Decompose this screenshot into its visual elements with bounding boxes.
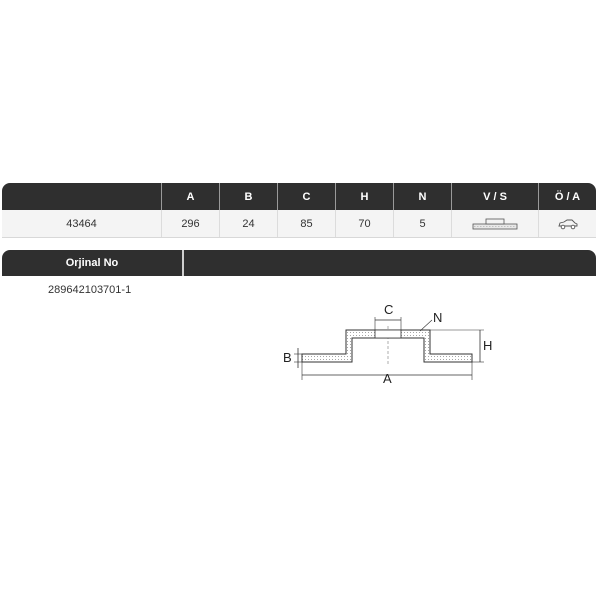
brake-disc-dimension-diagram: C N H B A [283, 302, 492, 386]
cell-c: 85 [277, 210, 335, 237]
header-n: N [393, 183, 451, 210]
header-oa: Ö / A [538, 183, 596, 210]
cell-part-no: 43464 [66, 217, 97, 230]
label-h: H [483, 338, 492, 353]
header-a: A [161, 183, 219, 210]
cell-b: 24 [219, 210, 277, 237]
header-vs: V / S [451, 183, 538, 210]
label-a: A [383, 371, 392, 386]
header-h: H [335, 183, 393, 210]
spec-table-header: A B C H N V / S Ö / A [2, 183, 596, 210]
oe-number-header: Orjinal No [2, 250, 596, 276]
label-b: B [283, 350, 292, 365]
oe-number-title: Orjinal No [2, 250, 184, 276]
header-part-no [2, 183, 161, 210]
header-b: B [219, 183, 277, 210]
oe-number-value: 289642103701-1 [48, 284, 132, 296]
car-front-axle-icon [557, 219, 577, 229]
label-n: N [433, 310, 442, 325]
disc-profile-icon [472, 218, 518, 229]
cell-vs [451, 210, 538, 237]
hub-bore [374, 329, 402, 339]
cell-n: 5 [393, 210, 451, 237]
cell-oa [538, 210, 596, 237]
label-c: C [384, 302, 393, 317]
dim-n-leader [419, 319, 433, 332]
cell-h: 70 [335, 210, 393, 237]
table-row: 43464 296 24 85 70 5 [2, 210, 596, 238]
cell-a: 296 [161, 210, 219, 237]
header-c: C [277, 183, 335, 210]
